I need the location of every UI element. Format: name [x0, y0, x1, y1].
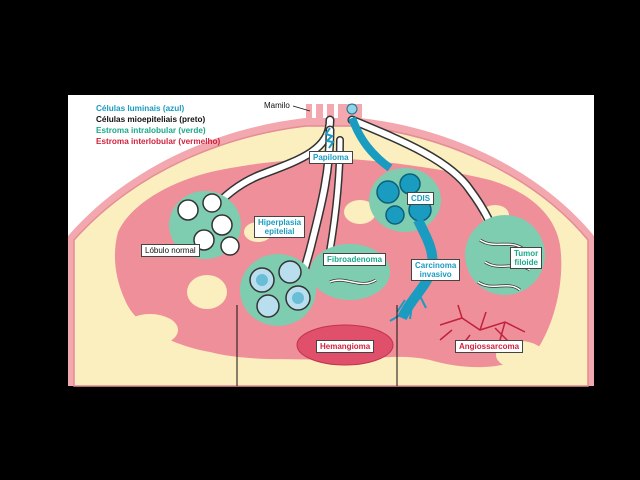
legend-intralobular: Estroma intralobular (verde) [96, 126, 206, 135]
label-hemangioma: Hemangioma [316, 340, 375, 353]
label-carcinoma-line1: Carcinoma [415, 261, 457, 270]
fat-lobule [344, 200, 376, 224]
fat-lobule [122, 314, 178, 346]
hyperplasia-lobule-shape [240, 254, 316, 326]
normal-lobule-shape [169, 191, 241, 259]
label-phyllodes-line1: Tumor [514, 249, 539, 258]
label-fibroadenoma: Fibroadenoma [323, 253, 387, 266]
label-normal-lobule: Lóbulo normal [141, 244, 200, 257]
dcis-shape [369, 168, 441, 232]
nipple-duct-opening [312, 104, 316, 118]
label-hyperplasia-line2: epitelial [264, 227, 295, 236]
nipple-duct-opening [346, 103, 358, 115]
label-angiosarcoma: Angiossarcoma [455, 340, 524, 353]
phyllodes-tumor-shape [465, 215, 545, 295]
legend: Células luminais (azul) Células mioepite… [96, 103, 220, 147]
label-phyllodes-line2: filoide [514, 258, 538, 267]
label-carcinoma-line2: invasivo [419, 270, 452, 279]
label-phyllodes-tumor: Tumor filoide [510, 247, 543, 269]
legend-interlobular: Estroma interlobular (vermelho) [96, 137, 221, 146]
label-papilloma: Papiloma [309, 151, 353, 164]
nipple-duct-opening [334, 104, 338, 118]
papilloma-lesion [324, 127, 335, 149]
label-dcis: CDIS [407, 192, 435, 205]
label-hyperplasia: Hiperplasia epitelial [254, 216, 306, 238]
leader-line [292, 105, 311, 112]
label-hyperplasia-line1: Hiperplasia [258, 218, 302, 227]
fat-lobule [187, 275, 227, 309]
legend-luminal: Células luminais (azul) [96, 104, 185, 113]
label-invasive-carcinoma: Carcinoma invasivo [411, 259, 461, 281]
label-nipple: Mamilo [264, 101, 290, 110]
nipple-duct-opening [323, 104, 327, 118]
legend-myoepithelial: Células mioepiteliais (preto) [96, 115, 206, 124]
dcis-duct [348, 116, 393, 172]
